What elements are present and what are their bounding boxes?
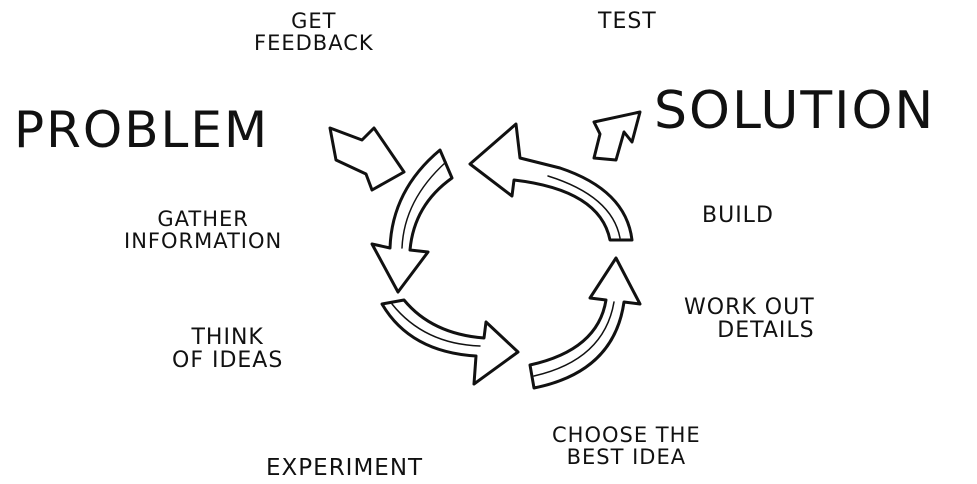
cycle-arrow-left xyxy=(370,148,454,294)
solution-title: Solution xyxy=(654,81,936,141)
step-get-feedback-line2: Feedback xyxy=(254,31,374,56)
step-think-of-ideas-line1: Think xyxy=(191,325,264,350)
step-choose-best-idea-line2: Best Idea xyxy=(566,445,687,470)
step-get-feedback: Get Feedback xyxy=(254,10,374,54)
cycle-arrow-bottom xyxy=(380,298,520,386)
cycle-arrow-right-inner xyxy=(533,301,615,377)
problem-arrow xyxy=(328,126,406,192)
step-think-of-ideas-line2: of Ideas xyxy=(172,348,284,374)
cycle-arrow-bottom-inner xyxy=(391,303,481,347)
problem-title: Problem xyxy=(14,101,270,159)
step-get-feedback-line1: Get xyxy=(291,9,337,33)
step-test: Test xyxy=(598,9,657,34)
step-choose-best-idea-line1: Choose the xyxy=(552,423,701,447)
step-work-out-details-line2: Details xyxy=(717,318,815,344)
cycle-arrow-right xyxy=(528,256,642,390)
cycle-arrow-left-inner xyxy=(401,161,447,249)
cycle-arrow-top-inner xyxy=(547,175,621,239)
solution-arrow xyxy=(592,110,642,162)
cycle-arrow-top xyxy=(468,122,634,242)
step-gather-information-line2: Information xyxy=(124,229,283,254)
step-work-out-details: Work Out Details xyxy=(684,296,815,342)
step-build: Build xyxy=(702,203,774,228)
step-choose-best-idea: Choose the Best Idea xyxy=(552,424,701,468)
step-think-of-ideas: Think of Ideas xyxy=(172,326,283,372)
step-work-out-details-line1: Work Out xyxy=(684,295,815,320)
step-gather-information: Gather Information xyxy=(124,208,282,252)
step-gather-information-line1: Gather xyxy=(157,207,249,231)
step-experiment: Experiment xyxy=(266,455,424,481)
